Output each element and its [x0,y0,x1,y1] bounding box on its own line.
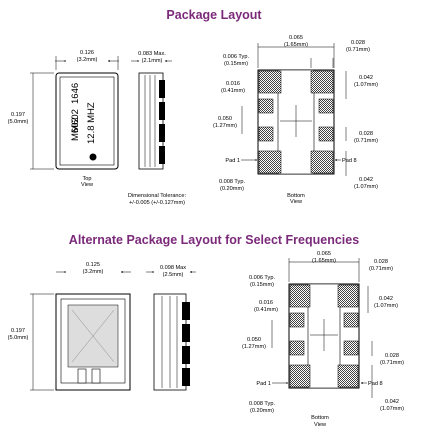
alt-dim-width: 0.125 [86,262,100,268]
dim-008: 0.008 Typ. [219,179,245,185]
tolerance-value: +/-0.005 (+/-0.127mm) [129,200,185,206]
alt-dim-042b-mm: (1.07mm) [380,406,404,412]
marking-m602: M602 [70,117,81,141]
dim-pad-width: 0.028 [351,40,365,46]
bottom-view [257,69,335,175]
alt-bottom-view [288,283,360,389]
dim-042b: 0.042 [359,177,373,183]
side-view [138,72,165,170]
alt-dim-typ-mm: (0.15mm) [250,282,274,288]
dim-width-mm: (3.2mm) [77,57,98,63]
dim-050: 0.050 [218,116,232,122]
alt-dim-042a-mm: (1.07mm) [374,303,398,309]
alt-dim-042a: 0.042 [379,296,393,302]
pad-top-left [258,70,282,94]
dim-pad-overall-mm: (1.65mm) [284,42,308,48]
dim-typ: 0.006 Typ. [223,54,249,60]
pad-8-label: Pad 8 [342,158,357,164]
alt-top-view-package [55,293,131,391]
marking-frequency: 12.8 MHZ [86,102,97,144]
alt-dim-thickness-mm: (2.5mm) [163,272,184,278]
alt-dim-height: 0.197 [11,328,25,334]
dim-thickness-mm: (2.1mm) [142,58,163,64]
dim-height: 0.197 [11,112,25,118]
dim-042a-mm: (1.07mm) [354,82,378,88]
tolerance-label: Dimensional Tolerance: [128,193,186,199]
pad-1 [258,150,282,174]
pad-1-label: Pad 1 [225,158,240,164]
alt-dim-008-mm: (0.20mm) [250,408,274,414]
alt-dim-016: 0.016 [259,300,273,306]
bottom-view-label-1: Bottom [287,193,305,199]
dim-height-mm: (5.0mm) [8,119,29,125]
alt-dim-050: 0.050 [247,337,261,343]
dim-pad-width-mm: (0.71mm) [346,47,370,53]
alt-dim-pad-overall: 0.065 [317,251,331,257]
alt-dim-thickness: 0.098 Max [160,265,186,271]
dim-thickness: 0.083 Max. [138,51,166,57]
dim-016: 0.016 [226,81,240,87]
dim-008-mm: (0.20mm) [220,186,244,192]
top-view-package: M602 M602 1646 12.8 MHZ [55,72,119,170]
package-layout-title: Package Layout [166,8,262,22]
alt-dim-pad-width-mm: (0.71mm) [369,266,393,272]
pin1-dot [89,153,97,161]
alt-dim-typ: 0.006 Typ. [249,275,275,281]
dim-028b-mm: (0.71mm) [354,138,378,144]
bottom-view-label-2: View [290,199,303,205]
alt-dim-pad-width: 0.028 [374,259,388,265]
dim-028b: 0.028 [359,131,373,137]
dim-width: 0.126 [80,50,94,56]
alt-bottom-view-label-2: View [314,422,327,428]
dim-typ-mm: (0.15mm) [224,61,248,67]
alt-dim-016-mm: (0.41mm) [254,307,278,313]
top-view-label-2: View [81,182,94,188]
marking-line-1: M602 [70,109,81,133]
dim-042b-mm: (1.07mm) [354,184,378,190]
top-view-label-1: Top [82,176,91,182]
alt-dim-028b-mm: (0.71mm) [380,360,404,366]
alt-pad-1-label: Pad 1 [256,381,271,387]
marking-1646: 1646 [70,83,81,104]
alt-dim-042b: 0.042 [385,399,399,405]
alternate-layout-title: Alternate Package Layout for Select Freq… [68,233,360,247]
alt-side-view [153,293,190,391]
dim-050-mm: (1.27mm) [213,123,237,129]
alt-pad-8-label: Pad 8 [368,381,383,387]
alt-dim-008: 0.008 Typ. [249,401,275,407]
alt-dim-050-mm: (1.27mm) [242,344,266,350]
dim-016-mm: (0.41mm) [221,88,245,94]
alt-dim-width-mm: (3.2mm) [83,269,104,275]
pad-8 [310,150,334,174]
dim-042a: 0.042 [359,75,373,81]
pad-top-right [310,70,334,94]
alt-dim-pad-overall-mm: (1.65mm) [312,258,336,264]
alt-dim-height-mm: (5.0mm) [8,335,29,341]
dim-pad-overall: 0.065 [289,35,303,41]
alt-dim-028b: 0.028 [385,353,399,359]
alt-bottom-view-label-1: Bottom [311,415,329,421]
